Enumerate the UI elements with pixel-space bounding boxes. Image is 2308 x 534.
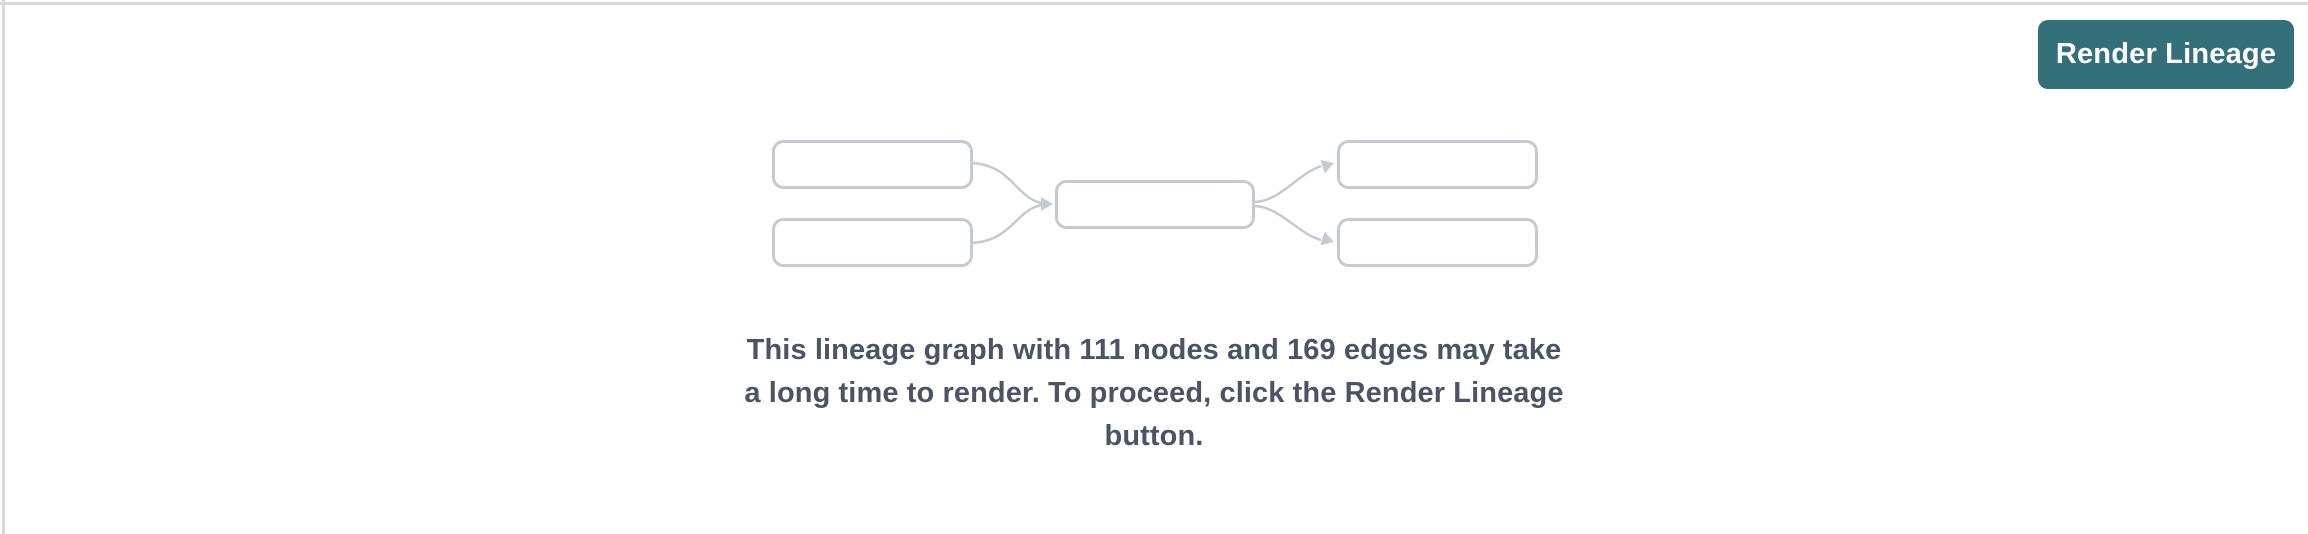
message-line: a long time to render. To proceed, click… bbox=[744, 377, 1564, 409]
panel-left-border bbox=[2, 0, 5, 534]
render-lineage-button[interactable]: Render Lineage bbox=[2038, 20, 2294, 89]
message-line: button. bbox=[1104, 420, 1204, 452]
graph-edge bbox=[1252, 164, 1322, 204]
graph-edge bbox=[970, 202, 1049, 245]
graph-node bbox=[772, 218, 973, 267]
graph-node bbox=[772, 140, 973, 189]
message-line: This lineage graph with 111 nodes and 16… bbox=[746, 334, 1562, 366]
lineage-placeholder-graphic bbox=[772, 140, 1538, 267]
arrowhead-icon bbox=[1320, 160, 1334, 174]
render-warning-message: This lineage graph with 111 nodes and 16… bbox=[654, 329, 1654, 458]
graph-node bbox=[1337, 218, 1538, 267]
arrowhead-icon bbox=[1320, 231, 1334, 245]
arrowhead-icon bbox=[1041, 197, 1053, 211]
graph-edge bbox=[970, 161, 1049, 206]
panel-top-border bbox=[0, 2, 2308, 5]
graph-node bbox=[1055, 180, 1255, 229]
graph-node bbox=[1337, 140, 1538, 189]
graph-edge bbox=[1252, 204, 1322, 242]
